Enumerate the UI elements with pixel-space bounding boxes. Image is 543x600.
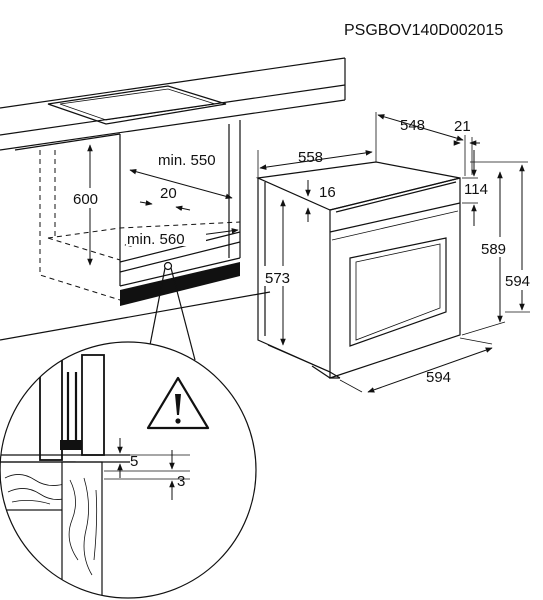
dimension-cabinet-width: min. 550 bbox=[129, 152, 233, 200]
hob bbox=[47, 85, 227, 125]
dimension-detail-gap-3: 3 bbox=[104, 450, 190, 500]
label-door-thickness: 21 bbox=[454, 118, 471, 135]
label-body-depth: 558 bbox=[298, 149, 323, 166]
warning-triangle-icon bbox=[146, 376, 210, 430]
dimension-oven-height: 589 bbox=[461, 171, 518, 336]
label-cabinet-width: min. 550 bbox=[158, 152, 216, 169]
dimension-body-height: 573 bbox=[264, 199, 302, 346]
dimension-rear-gap: 20 bbox=[139, 185, 191, 212]
dimension-door-thickness: 21 bbox=[453, 118, 480, 175]
dimension-cabinet-depth: min. 560 bbox=[124, 228, 239, 248]
dimension-control-panel: 114 bbox=[462, 150, 488, 226]
label-cabinet-depth: min. 560 bbox=[127, 231, 185, 248]
label-control-panel: 114 bbox=[464, 181, 488, 198]
detail-view: 5 3 bbox=[0, 341, 257, 599]
dimension-top-offset: 16 bbox=[305, 180, 336, 222]
label-oven-total-height: 594 bbox=[505, 273, 530, 290]
label-oven-width: 594 bbox=[426, 369, 451, 386]
label-rear-gap: 20 bbox=[160, 185, 177, 202]
label-top-offset: 16 bbox=[319, 184, 336, 201]
detail-callout-leader bbox=[149, 261, 196, 361]
label-oven-height: 589 bbox=[481, 241, 506, 258]
dimension-oven-width: 594 bbox=[339, 337, 493, 393]
dimension-oven-body-depth: 558 bbox=[257, 149, 373, 178]
document-code: PSGBOV140D002015 bbox=[344, 22, 503, 39]
dimension-oven-total-height: 594 bbox=[470, 161, 542, 313]
label-oven-depth: 548 bbox=[400, 117, 425, 134]
label-body-height: 573 bbox=[265, 270, 290, 287]
label-cabinet-height: 600 bbox=[73, 191, 98, 208]
dimension-oven-total-depth: 548 bbox=[375, 112, 466, 176]
label-detail-gap-3: 3 bbox=[177, 473, 185, 490]
label-detail-gap-5: 5 bbox=[130, 453, 138, 470]
dimension-cabinet-height: 600 bbox=[72, 144, 108, 266]
